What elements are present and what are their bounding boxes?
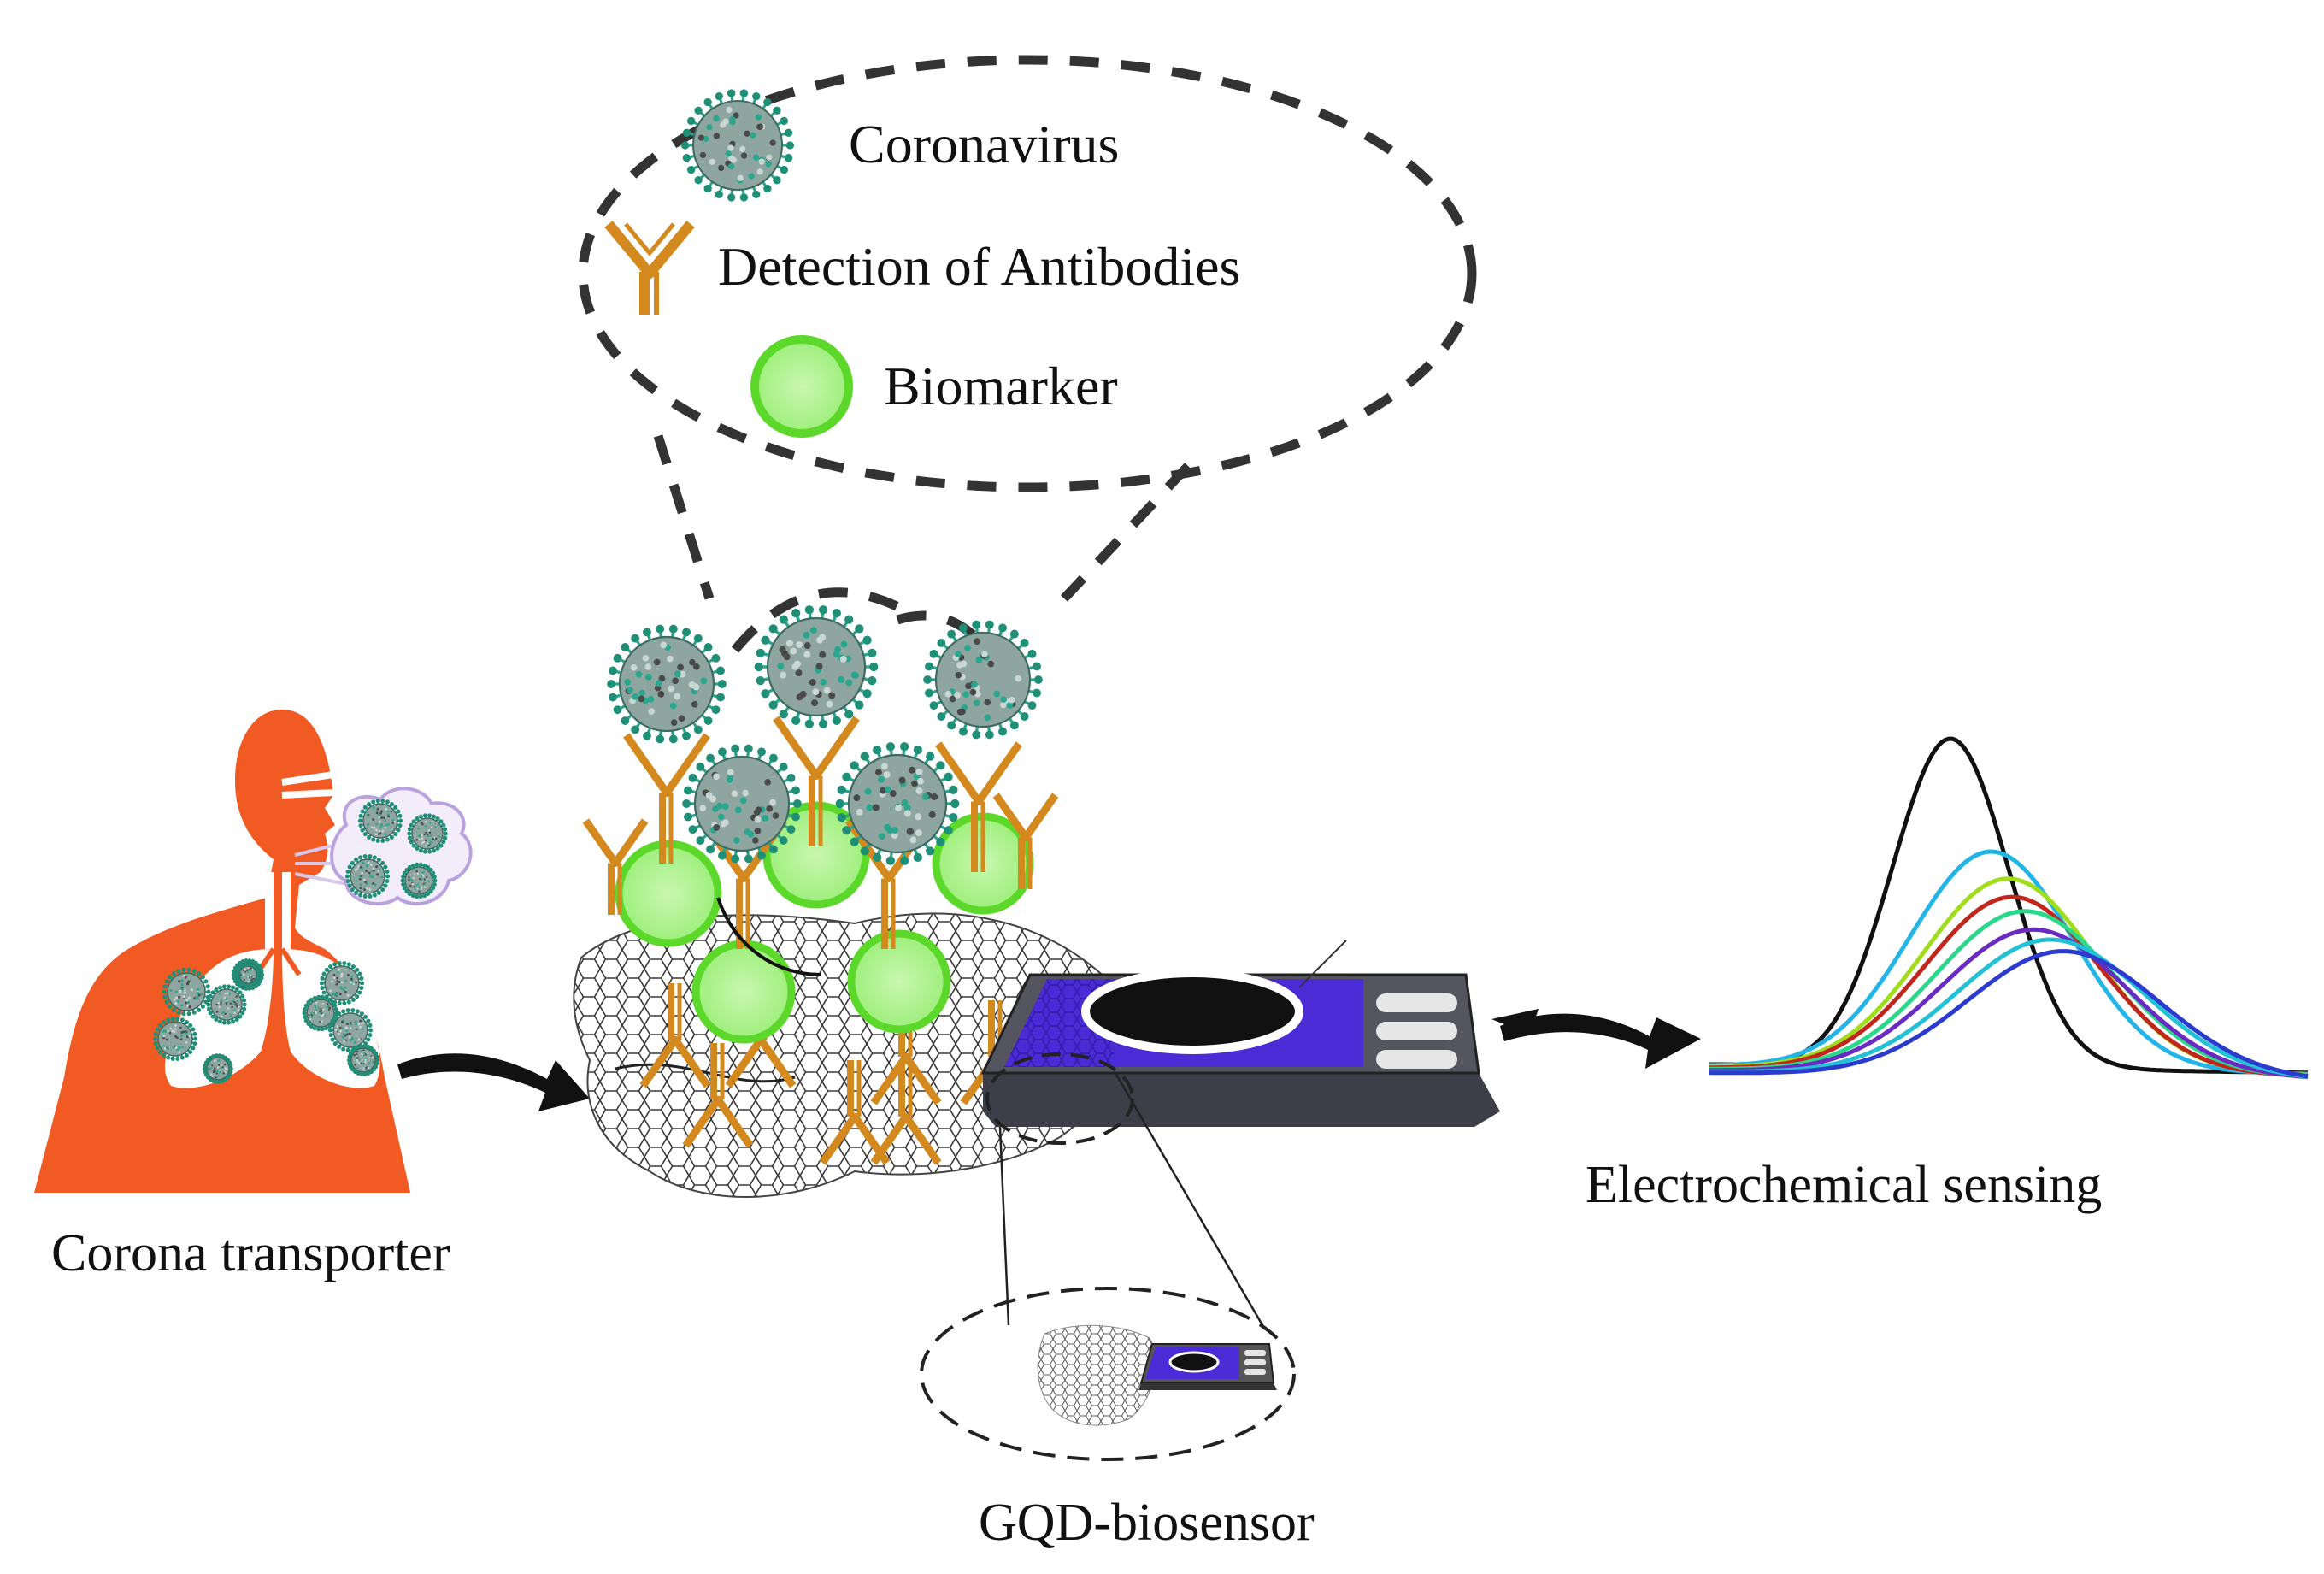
- biomarker-icon: [619, 844, 718, 943]
- caption-transporter: Corona transporter: [51, 1227, 450, 1280]
- legend-coronavirus-label: Coronavirus: [849, 117, 1119, 172]
- sensing-curves: [1709, 739, 2308, 1077]
- biomarker-icon: [755, 339, 849, 433]
- lung-virus-icon: [203, 1053, 233, 1083]
- biomarker-icon: [696, 944, 791, 1040]
- caption-biosensor: GQD-biosensor: [979, 1496, 1315, 1549]
- human-lungs-icon: [34, 710, 410, 1193]
- lung-virus-icon: [236, 963, 261, 987]
- biomarker-icon: [851, 934, 947, 1029]
- sensing-curve: [1709, 852, 2308, 1074]
- legend-antibodies-label: Detection of Antibodies: [718, 239, 1240, 294]
- lung-virus-icon: [347, 1044, 379, 1076]
- legend-biomarker-label: Biomarker: [884, 359, 1118, 414]
- antibody-icon: [609, 224, 691, 315]
- arrow-icon-right: [1491, 1009, 1701, 1069]
- arrow-icon: [397, 1053, 590, 1111]
- caption-sensing: Electrochemical sensing: [1586, 1158, 2102, 1211]
- exhaled-virus-icon: [401, 863, 438, 899]
- virus-icon: [923, 621, 1043, 740]
- virus-icon: [755, 605, 879, 728]
- virus-icon: [681, 89, 794, 201]
- virus-icon: [681, 89, 794, 201]
- virus-icon: [607, 625, 727, 744]
- sensing-curve: [1709, 739, 2308, 1073]
